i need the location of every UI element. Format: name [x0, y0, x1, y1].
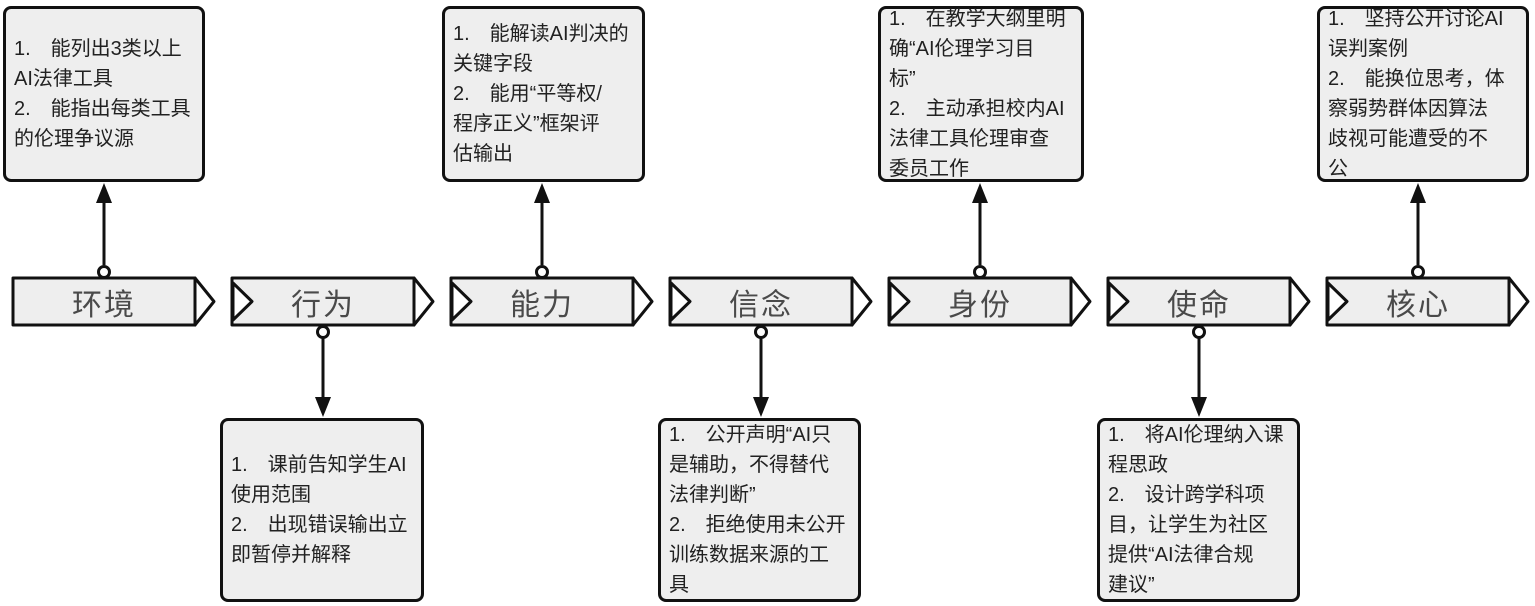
arrow-tip-icon [412, 276, 435, 327]
note-box-behavior: 1. 课前告知学生AI 使用范围 2. 出现错误输出立即暂停并解释 [220, 418, 424, 602]
note-line: 使用范围 [231, 484, 311, 506]
note-line: 2. 出现错误输出立 [231, 514, 408, 536]
note-line: 歧视可能遭受的不 [1328, 128, 1488, 150]
note-line: 2. 能用“平等权/ [453, 83, 602, 105]
note-line: 1. 能列出3类以上 [14, 38, 182, 60]
arrow-connector-capability [534, 183, 550, 279]
connector-tail-circle-icon [535, 265, 549, 279]
note-box-environment: 1. 能列出3类以上 AI法律工具 2. 能指出每类工具的伦理争议源 [3, 6, 205, 182]
stage-label: 核心 [1386, 288, 1450, 322]
arrow-tip-icon [1069, 276, 1092, 327]
arrow-tip-icon [850, 276, 873, 327]
stage-chevron-core: 核心 [1325, 276, 1531, 327]
stage-label: 使命 [1167, 288, 1231, 322]
note-line: 目，让学生为社区 [1108, 514, 1268, 536]
note-line: 委员工作 [889, 158, 969, 180]
arrow-connector-environment [96, 183, 112, 279]
stage-chevron-environment: 环境 [11, 276, 217, 327]
note-line: 关键字段 [453, 53, 533, 75]
chevron-notch-icon [1326, 281, 1349, 322]
note-line: 1. 课前告知学生AI [231, 454, 407, 476]
arrow-connector-belief [753, 325, 769, 417]
note-line: 提供“AI法律合规 [1108, 544, 1254, 566]
note-line: 2. 设计跨学科项 [1108, 484, 1265, 506]
chevron-notch-icon [450, 281, 473, 322]
chevron-shape [11, 276, 216, 327]
chevron-notch-icon [231, 281, 254, 322]
note-line: 具 [669, 574, 689, 596]
arrowhead-up-icon [1410, 183, 1426, 203]
note-box-capability: 1. 能解读AI判决的关键字段 2. 能用“平等权/程序正义”框架评估输出 [442, 6, 645, 182]
note-line: 确“AI伦理学习目 [889, 38, 1035, 60]
note-line: 标” [889, 68, 916, 90]
note-line: 的伦理争议源 [14, 128, 134, 150]
connector-tail-circle-icon [1192, 325, 1206, 339]
arrowhead-down-icon [315, 397, 331, 417]
note-line: 法律判断” [669, 484, 756, 506]
stage-label: 身份 [948, 288, 1012, 322]
note-line: 训练数据来源的工 [669, 544, 829, 566]
connector-tail-circle-icon [973, 265, 987, 279]
note-line: 察弱势群体因算法 [1328, 98, 1488, 120]
arrowhead-down-icon [1191, 397, 1207, 417]
chevron-shape [230, 276, 435, 327]
arrow-tip-icon [1288, 276, 1311, 327]
note-line: 1. 公开声明“AI只 [669, 424, 832, 446]
note-line: 公 [1328, 158, 1348, 180]
stage-label: 能力 [510, 288, 574, 322]
note-box-mission: 1. 将AI伦理纳入课程思政 2. 设计跨学科项目，让学生为社区提供“AI法律合规… [1097, 418, 1300, 602]
note-box-belief: 1. 公开声明“AI只是辅助，不得替代法律判断” 2. 拒绝使用未公开训练数据来源… [658, 418, 861, 602]
note-line: 1. 坚持公开讨论AI [1328, 8, 1504, 30]
note-line: 即暂停并解释 [231, 544, 351, 566]
note-line: 程序正义”框架评 [453, 113, 600, 135]
arrowhead-down-icon [753, 397, 769, 417]
note-line: 1. 在教学大纲里明 [889, 8, 1066, 30]
chevron-notch-icon [669, 281, 692, 322]
note-line: 2. 能换位思考，体 [1328, 68, 1505, 90]
arrow-connector-core [1410, 183, 1426, 279]
note-line: 误判案例 [1328, 38, 1408, 60]
chevron-shape [1106, 276, 1311, 327]
chevron-notch-icon [1107, 281, 1130, 322]
note-line: 建议” [1108, 574, 1155, 596]
stage-chevron-identity: 身份 [887, 276, 1093, 327]
stage-chevron-mission: 使命 [1106, 276, 1312, 327]
chevron-shape [668, 276, 873, 327]
stage-chevron-behavior: 行为 [230, 276, 436, 327]
note-box-core: 1. 坚持公开讨论AI 误判案例 2. 能换位思考，体察弱势群体因算法歧视可能遭受的… [1317, 6, 1529, 182]
chevron-notch-icon [888, 281, 911, 322]
note-line: AI法律工具 [14, 68, 113, 90]
chevron-shape [1325, 276, 1530, 327]
connector-tail-circle-icon [97, 265, 111, 279]
connector-tail-circle-icon [316, 325, 330, 339]
note-line: 程思政 [1108, 454, 1168, 476]
arrow-tip-icon [193, 276, 216, 327]
arrow-connector-behavior [315, 325, 331, 417]
note-line: 1. 能解读AI判决的 [453, 23, 629, 45]
stage-label: 行为 [291, 288, 355, 322]
note-line: 2. 主动承担校内AI [889, 98, 1065, 120]
stage-chevron-capability: 能力 [449, 276, 655, 327]
arrow-connector-identity [972, 183, 988, 279]
note-box-identity: 1. 在教学大纲里明确“AI伦理学习目标” 2. 主动承担校内AI 法律工具伦理审查… [878, 6, 1084, 182]
connector-tail-circle-icon [1411, 265, 1425, 279]
note-line: 法律工具伦理审查 [889, 128, 1049, 150]
chevron-shape [887, 276, 1092, 327]
stage-label: 信念 [729, 288, 793, 322]
arrowhead-up-icon [972, 183, 988, 203]
arrowhead-up-icon [534, 183, 550, 203]
connector-tail-circle-icon [754, 325, 768, 339]
arrow-tip-icon [1507, 276, 1530, 327]
note-line: 2. 能指出每类工具 [14, 98, 191, 120]
arrow-tip-icon [631, 276, 654, 327]
chevron-shape [449, 276, 654, 327]
note-line: 是辅助，不得替代 [669, 454, 829, 476]
arrowhead-up-icon [96, 183, 112, 203]
stage-chevron-belief: 信念 [668, 276, 874, 327]
note-line: 估输出 [453, 143, 513, 165]
arrow-connector-mission [1191, 325, 1207, 417]
stage-label: 环境 [72, 288, 136, 322]
note-line: 2. 拒绝使用未公开 [669, 514, 846, 536]
note-line: 1. 将AI伦理纳入课 [1108, 424, 1284, 446]
